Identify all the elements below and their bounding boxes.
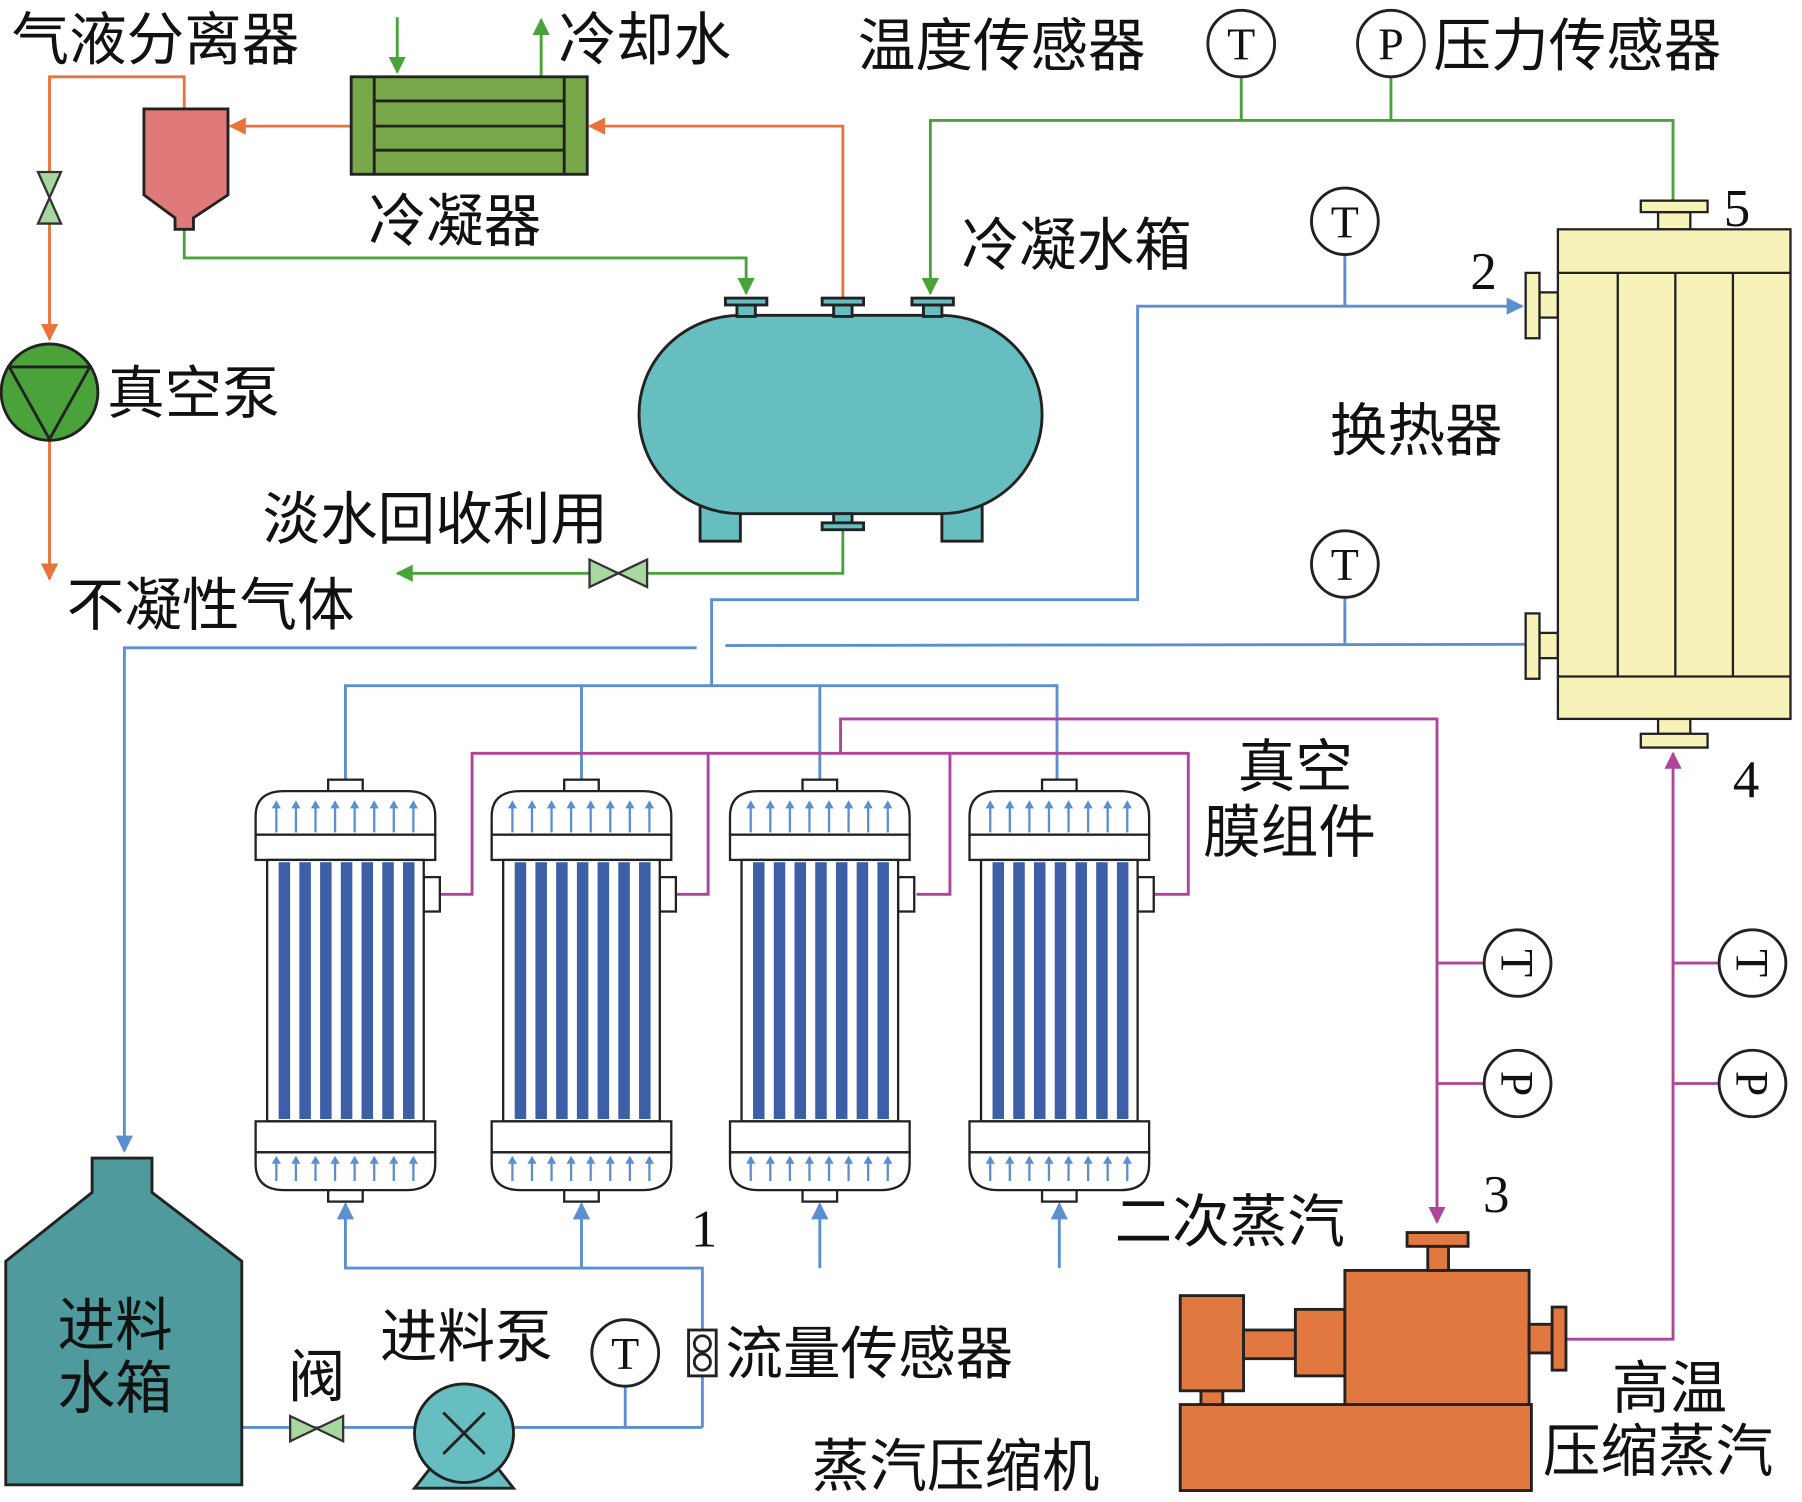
sensor-letter: P <box>1726 1071 1777 1097</box>
sensor-letter: T <box>1227 19 1255 70</box>
sensor-letter: P <box>1491 1071 1542 1097</box>
pressure-sensor-icon: P <box>1356 8 1426 79</box>
condensate-tank <box>637 296 1044 543</box>
sensor-letter: T <box>1726 949 1777 977</box>
temperature-sensor-icon: T <box>1310 529 1380 599</box>
label-compressor: 蒸汽压缩机 <box>812 1433 1100 1500</box>
valve-icon[interactable] <box>36 170 63 225</box>
sensor-letter: T <box>1491 949 1542 977</box>
temperature-sensor-icon: T <box>1206 8 1277 79</box>
membrane-module <box>254 778 442 1203</box>
label-port-2: 2 <box>1470 243 1496 301</box>
pressure-sensor-icon: P <box>1717 1048 1788 1119</box>
membrane-module <box>968 778 1155 1203</box>
label-port-4: 4 <box>1733 751 1759 809</box>
label-fresh-water: 淡水回收利用 <box>263 486 608 553</box>
label-feed-tank-2: 水箱 <box>58 1355 173 1422</box>
feed-tank <box>4 1156 244 1487</box>
label-cooling-water: 冷却水 <box>558 7 731 74</box>
label-feed-tank-1: 进料 <box>58 1292 173 1359</box>
water-lines <box>182 17 1675 582</box>
sensor-letter: T <box>611 1328 639 1379</box>
membrane-module <box>728 778 916 1203</box>
label-flow-sensor: 流量传感器 <box>725 1321 1013 1388</box>
temperature-sensor-icon: T <box>590 1318 661 1388</box>
heat-exchanger <box>1524 199 1792 749</box>
pressure-sensor-icon: P <box>1482 1048 1553 1119</box>
label-heat-exchanger: 换热器 <box>1330 398 1503 465</box>
label-temp-sensor: 温度传感器 <box>858 12 1146 79</box>
label-hot-steam-1: 高温 <box>1612 1355 1727 1422</box>
label-separator: 气液分离器 <box>12 7 300 74</box>
sensors: T P T T T T P T P <box>590 8 1788 1388</box>
labels: 气液分离器 冷却水 温度传感器 压力传感器 冷凝器 冷凝水箱 真空泵 淡水回收利… <box>12 7 1774 1500</box>
valve-icon[interactable] <box>588 557 649 589</box>
condenser <box>349 75 589 176</box>
label-port-3: 3 <box>1483 1166 1509 1224</box>
label-port-1: 1 <box>691 1200 717 1258</box>
steam-lines <box>439 717 1718 1341</box>
label-membrane-2: 膜组件 <box>1203 799 1376 866</box>
label-hot-steam-2: 压缩蒸汽 <box>1543 1418 1773 1485</box>
vacuum-pump <box>0 342 100 443</box>
sensor-letter: P <box>1378 19 1404 70</box>
temperature-sensor-icon: T <box>1482 928 1553 998</box>
label-membrane-1: 真空 <box>1238 734 1353 801</box>
label-noncondensable: 不凝性气体 <box>67 572 355 639</box>
label-pressure-sensor: 压力传感器 <box>1434 12 1722 79</box>
gas-liquid-separator <box>142 107 230 231</box>
label-condenser: 冷凝器 <box>368 188 541 255</box>
vacuum-lines <box>40 75 845 581</box>
steam-compressor <box>1178 1231 1568 1492</box>
membrane-modules <box>254 778 1155 1203</box>
membrane-module <box>490 778 678 1203</box>
label-vacuum-pump: 真空泵 <box>107 360 280 427</box>
label-condensate-tank: 冷凝水箱 <box>961 212 1191 279</box>
temperature-sensor-icon: T <box>1717 928 1788 998</box>
sensor-letter: T <box>1331 196 1359 247</box>
feed-pump <box>411 1382 517 1490</box>
label-port-5: 5 <box>1724 180 1750 238</box>
pipes <box>40 17 1718 1429</box>
sensor-letter: T <box>1331 539 1359 590</box>
flow-sensor-icon <box>687 1328 718 1378</box>
label-secondary-steam: 二次蒸汽 <box>1115 1189 1345 1256</box>
label-valve: 阀 <box>288 1344 346 1411</box>
valve-icon[interactable] <box>289 1414 345 1444</box>
temperature-sensor-icon: T <box>1310 186 1380 256</box>
label-feed-pump: 进料泵 <box>380 1303 553 1370</box>
